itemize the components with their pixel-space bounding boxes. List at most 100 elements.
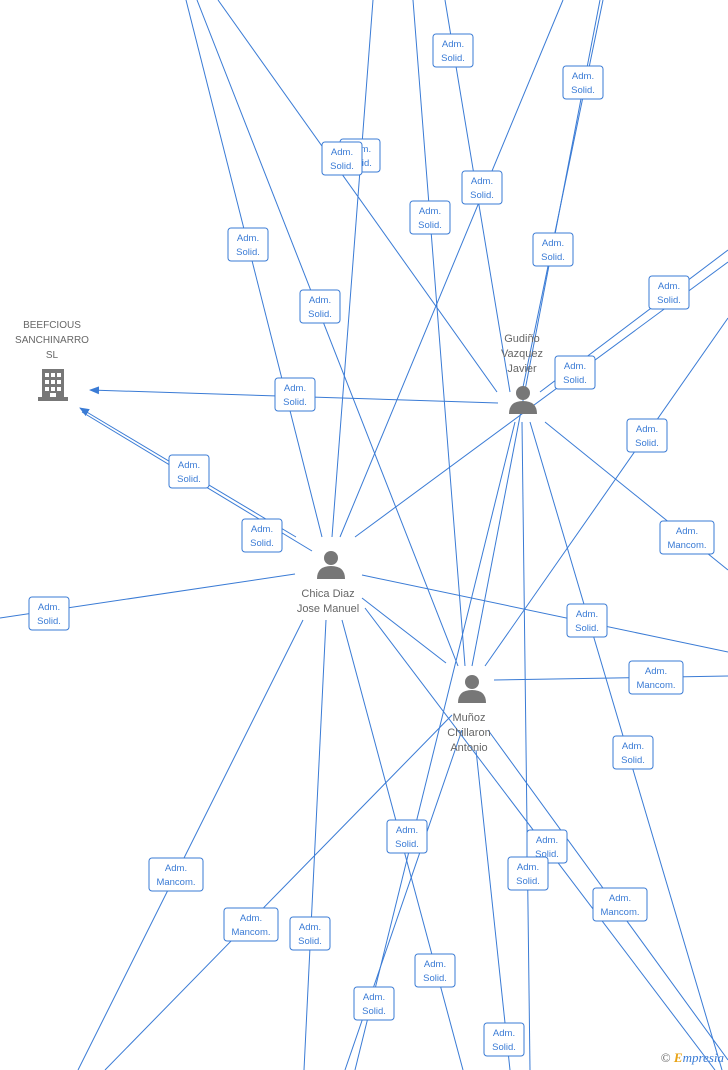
- edge-label-box: [626, 418, 668, 453]
- person-icon: [317, 551, 345, 579]
- edge-label-role: Adm.: [424, 959, 446, 970]
- edge: [77, 619, 304, 1070]
- edge: [361, 597, 447, 664]
- edge-label: Adm. Solid.: [409, 200, 451, 235]
- edge-label-box: [28, 596, 70, 631]
- edge-label: Adm. Mancom.: [659, 520, 715, 555]
- edge-label-type: Solid.: [308, 309, 332, 320]
- edge-label-type: Solid.: [571, 85, 595, 96]
- edge-label: Adm.Solid.: [168, 454, 210, 489]
- edge-label-box: [148, 857, 204, 892]
- edge-label-role: Adm.: [38, 602, 60, 613]
- edge-label: Adm.Solid.: [289, 916, 331, 951]
- person-label-line-3: Antonio: [450, 742, 487, 754]
- edge-label-role: Adm.: [396, 825, 418, 836]
- edge-label-box: [227, 227, 269, 262]
- edge-label-box: [289, 916, 331, 951]
- company-label-line-2: SANCHINARRO: [15, 335, 89, 346]
- edge-label-box: [353, 986, 395, 1021]
- edge-label-role: Adm.: [622, 741, 644, 752]
- edge-label-box: [532, 232, 574, 267]
- edge-label: Adm. Solid.: [386, 819, 428, 854]
- edge-label-box: [241, 518, 283, 553]
- edge-label-role: Adm.: [517, 862, 539, 873]
- edge-label-role: Adm.: [676, 526, 698, 537]
- edge-label: Adm.Solid.: [28, 596, 70, 631]
- edge-label-box: [507, 856, 549, 891]
- company-node[interactable]: BEEFCIOUS SANCHINARRO SL: [15, 320, 89, 401]
- edge-label: Adm. Solid.: [507, 856, 549, 891]
- edge-label-type: Solid.: [621, 755, 645, 766]
- company-label-line-1: BEEFCIOUS: [23, 320, 81, 331]
- person-label-line-1: Gudiño: [504, 333, 539, 345]
- edge-label-type: Solid.: [423, 973, 447, 984]
- edge-label-role: Adm.: [284, 383, 306, 394]
- edge-label-role: Adm.: [442, 39, 464, 50]
- edge: [521, 421, 531, 1070]
- edge-label-type: Solid.: [535, 849, 559, 860]
- edge-label-box: [299, 289, 341, 324]
- edge-label-type: Mancom.: [636, 680, 675, 691]
- edge-label-type: Solid.: [298, 936, 322, 947]
- edge-label-box: [432, 33, 474, 68]
- edge-label-type: Solid.: [575, 623, 599, 634]
- edge-label-type: Mancom.: [667, 540, 706, 551]
- edge: [493, 675, 728, 681]
- edge: [471, 0, 601, 667]
- person-node-gudino[interactable]: Gudiño Vazquez Javier: [501, 333, 543, 414]
- edge-label-type: Solid.: [418, 220, 442, 231]
- edge-label-type: Solid.: [236, 247, 260, 258]
- edge-label-box: [612, 735, 654, 770]
- company-label-line-3: SL: [46, 350, 59, 361]
- edge: [104, 714, 453, 1070]
- edge-labels: Adm. Solid. Adm. Solid. Adm. Solid. Adm. Solid.…: [28, 33, 715, 1057]
- edge-label: Adm.Solid.: [432, 33, 474, 68]
- person-icon: [509, 386, 537, 414]
- edge-label-role: Adm.: [536, 835, 558, 846]
- edge-label-type: Solid.: [362, 1006, 386, 1017]
- edge-label-box: [321, 141, 363, 176]
- edge-label-box: [223, 907, 279, 942]
- person-label-line-2: Vazquez: [501, 348, 543, 360]
- brand-logo: Empresia: [674, 1050, 724, 1065]
- empresia-watermark: © Empresia: [661, 1050, 724, 1066]
- edge-label-role: Adm.: [572, 71, 594, 82]
- edge-label: Adm.Solid.: [353, 986, 395, 1021]
- edge-label: Adm.Solid.: [648, 275, 690, 310]
- edge-label-role: Adm.: [309, 295, 331, 306]
- edge-label: Adm.Mancom.: [223, 907, 279, 942]
- edge-label-role: Adm.: [645, 666, 667, 677]
- edge: [412, 0, 466, 667]
- edge-label-role: Adm.: [331, 147, 353, 158]
- edge: [339, 0, 564, 538]
- edge-label-type: Solid.: [516, 876, 540, 887]
- person-label-line-2: Jose Manuel: [297, 603, 359, 615]
- edge-label: Adm. Solid.: [562, 65, 604, 100]
- edge-label-box: [409, 200, 451, 235]
- person-label-line-2: Chillaron: [447, 727, 490, 739]
- edge-label-box: [592, 887, 648, 922]
- edge: [331, 0, 374, 538]
- person-node-munoz[interactable]: Muñoz Chillaron Antonio: [447, 675, 491, 754]
- edge-label: Adm.Solid.: [461, 170, 503, 205]
- edge: [303, 619, 327, 1070]
- edge-label: Adm.Solid.: [626, 418, 668, 453]
- person-node-chica[interactable]: Chica Diaz Jose Manuel: [297, 551, 359, 615]
- edge-label-box: [483, 1022, 525, 1057]
- edge-label-role: Adm.: [576, 609, 598, 620]
- brand-first-letter: E: [673, 1050, 683, 1065]
- edge-label-role: Adm.: [178, 460, 200, 471]
- edge: [475, 749, 511, 1070]
- edge-label-type: Mancom.: [156, 877, 195, 888]
- edge-label: Adm.Mancom.: [592, 887, 648, 922]
- edge-label-box: [659, 520, 715, 555]
- edge-label: Adm. Solid.: [612, 735, 654, 770]
- edge-label-type: Solid.: [395, 839, 419, 850]
- edge: [354, 421, 516, 1070]
- edge-label-role: Adm.: [419, 206, 441, 217]
- edge-label: Adm. Solid.: [566, 603, 608, 638]
- edge-label-box: [566, 603, 608, 638]
- edge-label: Adm.Solid.: [532, 232, 574, 267]
- edge-label: Adm. Mancom.: [628, 660, 684, 695]
